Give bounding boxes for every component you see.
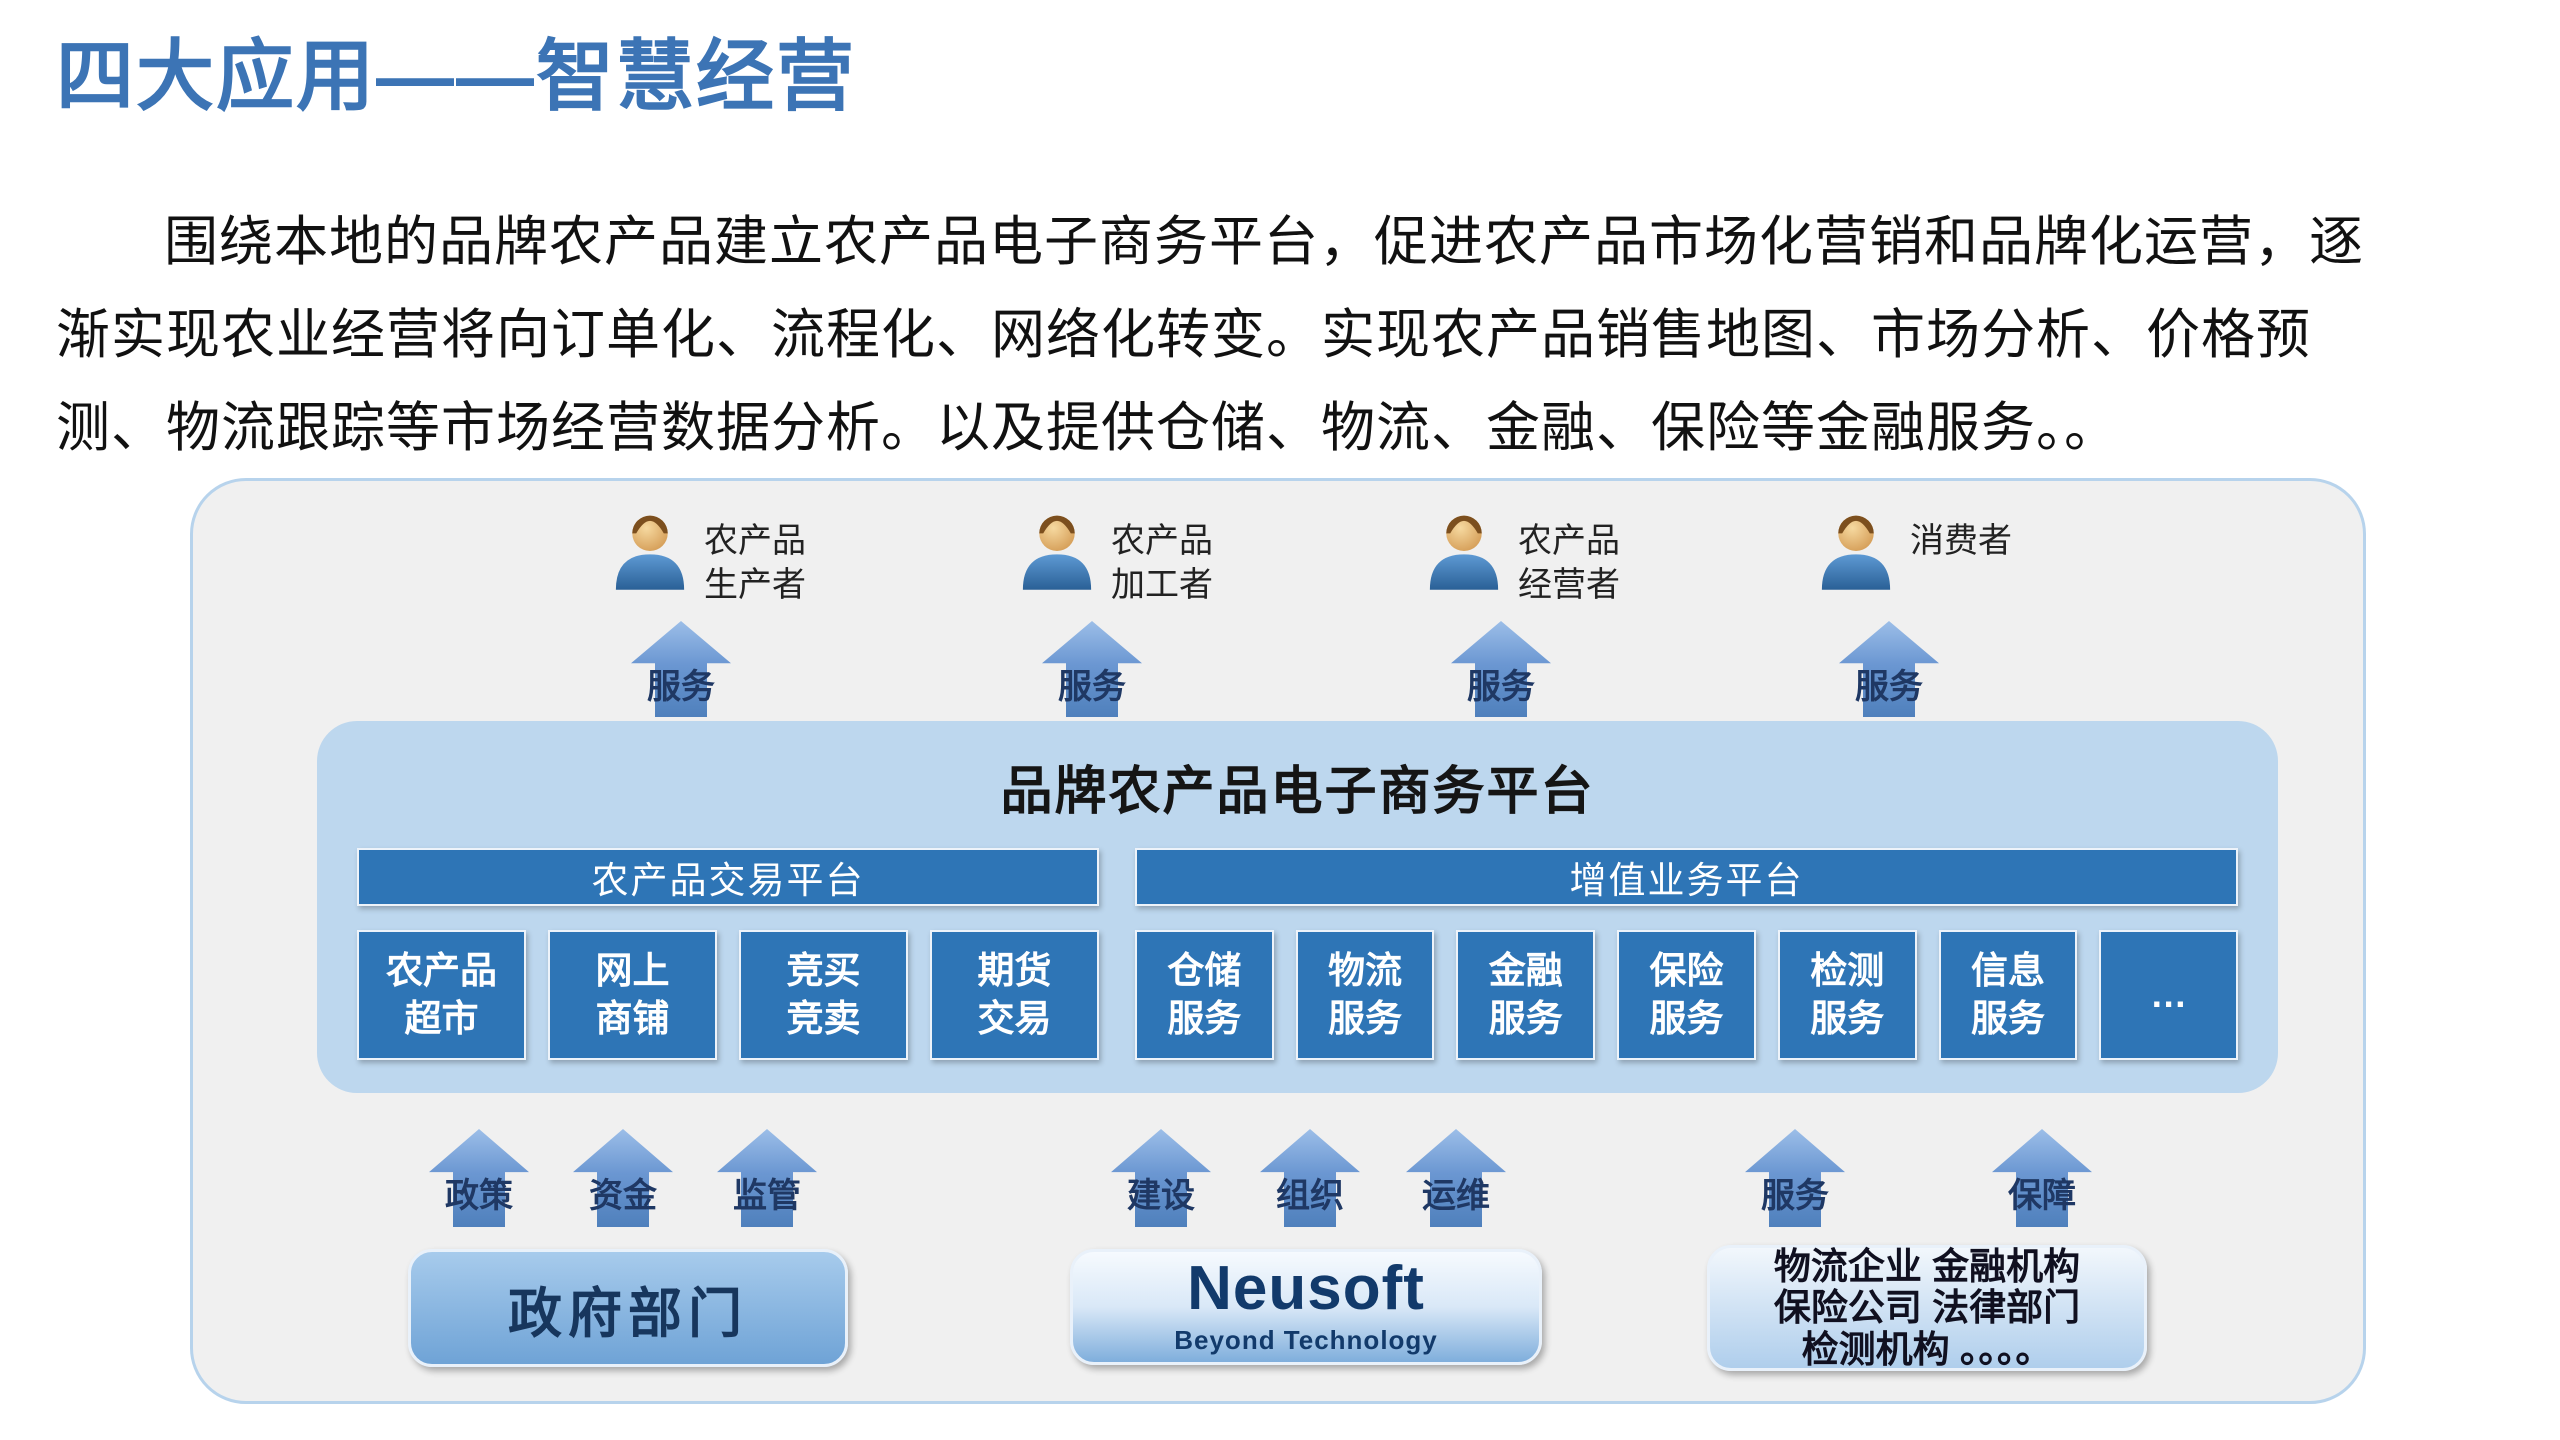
value-added-item: 信息 服务 <box>1938 930 2078 1060</box>
arrow-label: 服务 <box>1058 668 1126 707</box>
arrow-label: 建设 <box>1127 1177 1195 1216</box>
service-arrow: 服务 <box>631 621 731 717</box>
value-added-item: 仓储 服务 <box>1135 930 1274 1060</box>
arrow-label: 运维 <box>1422 1177 1490 1216</box>
person-icon <box>1821 515 1891 590</box>
architecture-diagram: 农产品 生产者 农产品 加工者 农产品 经营者 消费者 服务 服务 <box>190 478 2366 1404</box>
support-arrow: 组织 <box>1260 1129 1360 1227</box>
arrow-label: 服务 <box>1467 668 1535 707</box>
arrow-label: 政策 <box>445 1177 513 1216</box>
value-added-platform-section: 增值业务平台 仓储 服务 物流 服务 金融 服务 保险 服务 检测 服务 信息 … <box>1135 848 2239 1060</box>
actor-label: 消费者 <box>1910 522 2012 560</box>
intro-paragraph: 围绕本地的品牌农产品建立农产品电子商务平台，促进农产品市场化营销和品牌化运营，逐… <box>56 212 2364 458</box>
service-arrow: 服务 <box>1839 621 1939 717</box>
page-title: 四大应用——智慧经营 <box>56 32 857 120</box>
support-arrow: 监管 <box>717 1129 817 1227</box>
trading-items: 农产品 超市 网上 商铺 竞买 竞卖 期货 交易 <box>357 930 1099 1060</box>
arrow-label: 资金 <box>589 1177 657 1216</box>
value-added-item: 物流 服务 <box>1295 930 1435 1060</box>
arrow-label: 服务 <box>1855 668 1923 707</box>
trading-item: 期货 交易 <box>930 930 1099 1060</box>
actor-processor: 农产品 加工者 <box>1015 511 1213 607</box>
ecommerce-platform-panel: 品牌农产品电子商务平台 农产品交易平台 农产品 超市 网上 商铺 竞买 竞卖 期… <box>317 721 2278 1093</box>
support-arrow: 服务 <box>1745 1129 1845 1227</box>
arrow-label: 保障 <box>2008 1177 2076 1216</box>
value-added-item-more: … <box>2099 930 2239 1060</box>
value-added-platform-header: 增值业务平台 <box>1135 848 2238 906</box>
value-added-item: 保险 服务 <box>1617 930 1756 1060</box>
trading-platform-header: 农产品交易平台 <box>357 848 1099 906</box>
actor-producer: 农产品 生产者 <box>608 511 806 607</box>
support-arrow: 保障 <box>1992 1129 2092 1227</box>
actor-consumer: 消费者 <box>1814 511 2012 595</box>
actor-operator: 农产品 经营者 <box>1422 511 1620 607</box>
support-arrow: 运维 <box>1406 1129 1506 1227</box>
actor-label: 农产品 生产者 <box>704 522 806 605</box>
value-added-item: 检测 服务 <box>1777 930 1917 1060</box>
service-arrow: 服务 <box>1451 621 1551 717</box>
trading-item: 网上 商铺 <box>548 930 717 1060</box>
trading-platform-section: 农产品交易平台 农产品 超市 网上 商铺 竞买 竞卖 期货 交易 <box>357 848 1099 1060</box>
arrow-label: 组织 <box>1276 1177 1344 1216</box>
actor-label: 农产品 经营者 <box>1518 522 1620 605</box>
support-arrow: 建设 <box>1111 1129 1211 1227</box>
platform-sections: 农产品交易平台 农产品 超市 网上 商铺 竞买 竞卖 期货 交易 增值业务平台 … <box>357 848 2239 1060</box>
arrow-label: 监管 <box>733 1177 801 1216</box>
person-icon <box>1022 515 1092 590</box>
value-added-items: 仓储 服务 物流 服务 金融 服务 保险 服务 检测 服务 信息 服务 … <box>1135 930 2239 1060</box>
arrow-label: 服务 <box>1761 1177 1829 1216</box>
actor-label: 农产品 加工者 <box>1111 522 1213 605</box>
support-arrow: 政策 <box>429 1129 529 1227</box>
person-icon <box>1429 515 1499 590</box>
support-arrow: 资金 <box>573 1129 673 1227</box>
service-arrow: 服务 <box>1042 621 1142 717</box>
person-icon <box>615 515 685 590</box>
neusoft-logo-box: Neusoft Beyond Technology <box>1070 1249 1542 1365</box>
trading-item: 农产品 超市 <box>357 930 526 1060</box>
platform-title: 品牌农产品电子商务平台 <box>1000 763 1595 821</box>
value-added-item: 金融 服务 <box>1456 930 1596 1060</box>
neusoft-tagline: Beyond Technology <box>1174 1325 1438 1355</box>
partner-organizations-box: 物流企业 金融机构 保险公司 法律部门 检测机构 。。。。 <box>1707 1245 2147 1371</box>
government-box: 政府部门 <box>408 1249 848 1367</box>
arrow-label: 服务 <box>647 668 715 707</box>
trading-item: 竞买 竞卖 <box>739 930 908 1060</box>
neusoft-logo: Neusoft <box>1187 1254 1425 1323</box>
